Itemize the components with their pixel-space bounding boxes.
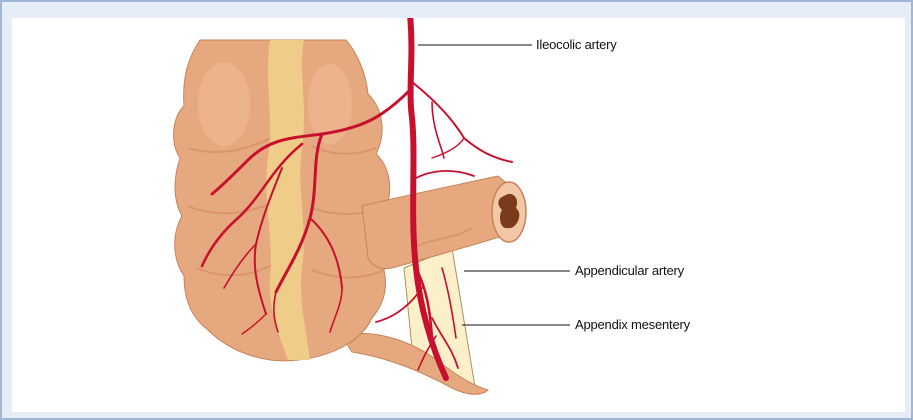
anatomy-illustration [12,18,905,412]
label-appendicular-artery: Appendicular artery [575,263,684,278]
appendix-lumen [498,194,519,228]
diagram-canvas: Ileocolic artery Appendicular artery App… [12,18,905,412]
label-ileocolic-artery: Ileocolic artery [536,37,617,52]
label-appendix-mesentery: Appendix mesentery [575,317,690,332]
